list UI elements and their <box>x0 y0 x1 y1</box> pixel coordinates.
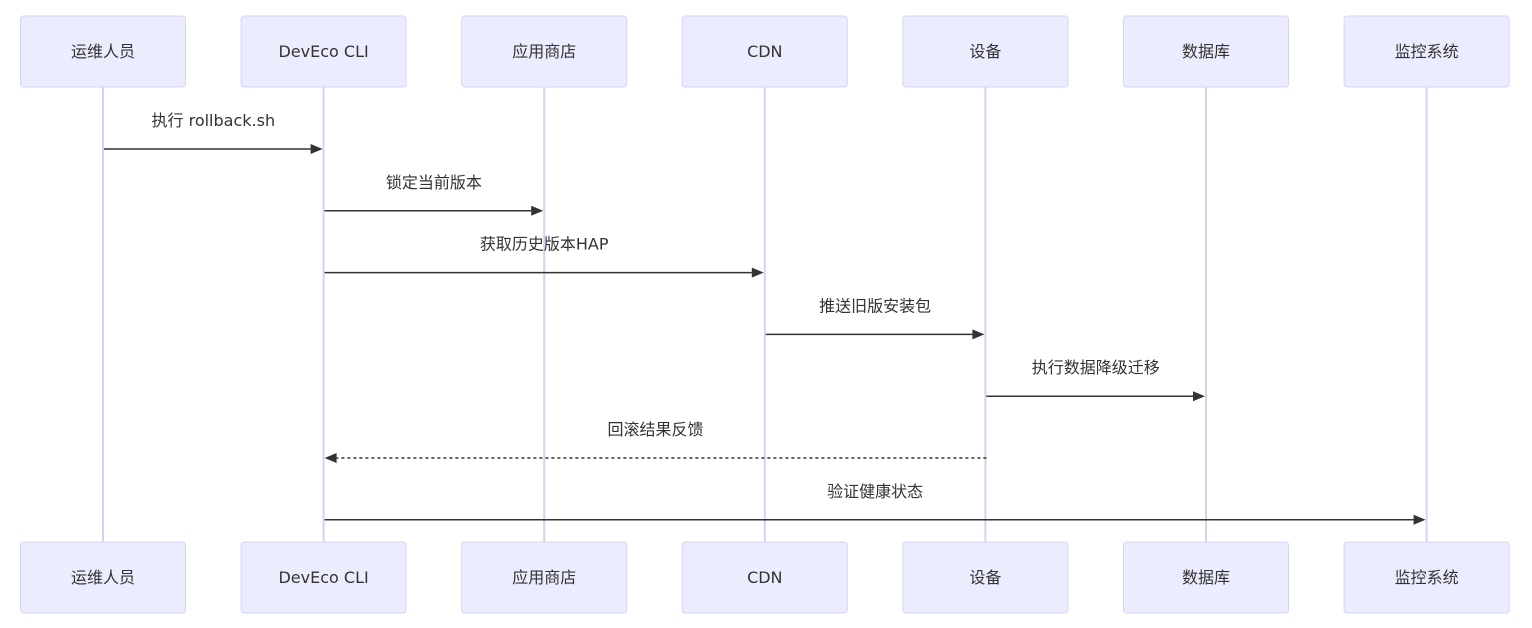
actor-monitor-top: 监控系统 <box>1343 15 1510 88</box>
actor-box <box>681 15 848 88</box>
actor-store-bottom: 应用商店 <box>461 541 628 614</box>
actor-device-bottom: 设备 <box>902 541 1069 614</box>
actor-label: 运维人员 <box>71 42 135 61</box>
message-7: 验证健康状态 <box>324 482 1426 525</box>
actor-box <box>681 541 848 614</box>
lifelines <box>102 87 1428 542</box>
arrowhead-icon <box>531 205 544 216</box>
actor-cdn-top: CDN <box>681 15 848 88</box>
message-label: 执行数据降级迁移 <box>1032 358 1160 377</box>
actor-box <box>240 541 407 614</box>
actor-cdn-bottom: CDN <box>681 541 848 614</box>
actor-store-top: 应用商店 <box>461 15 628 88</box>
message-label: 推送旧版安装包 <box>819 296 931 315</box>
message-label: 验证健康状态 <box>827 482 923 501</box>
actor-cli-bottom: DevEco CLI <box>240 541 407 614</box>
actor-ops-top: 运维人员 <box>20 15 186 88</box>
arrowhead-icon <box>324 453 337 463</box>
message-5: 执行数据降级迁移 <box>986 358 1205 402</box>
actor-box <box>461 15 628 88</box>
message-label: 获取历史版本HAP <box>480 235 609 254</box>
message-6: 回滚结果反馈 <box>324 420 987 463</box>
arrowhead-icon <box>751 267 764 278</box>
actor-label: 应用商店 <box>512 42 576 61</box>
actor-box <box>902 15 1069 88</box>
actor-box <box>20 541 186 614</box>
message-label: 执行 rollback.sh <box>152 111 276 130</box>
actor-label: 数据库 <box>1182 568 1230 587</box>
message-label: 锁定当前版本 <box>386 173 482 192</box>
actor-db-bottom: 数据库 <box>1123 541 1289 614</box>
actor-label: DevEco CLI <box>278 568 368 587</box>
actor-label: 监控系统 <box>1395 568 1459 587</box>
actor-label: CDN <box>747 42 782 61</box>
actor-box <box>461 541 628 614</box>
actor-label: 设备 <box>969 42 1001 61</box>
message-label: 回滚结果反馈 <box>607 420 703 439</box>
actor-label: 设备 <box>969 568 1001 587</box>
actor-ops-bottom: 运维人员 <box>20 541 186 614</box>
arrowhead-icon <box>1413 514 1426 525</box>
actor-box <box>1123 15 1289 88</box>
actor-cli-top: DevEco CLI <box>240 15 407 88</box>
actor-label: 监控系统 <box>1395 42 1459 61</box>
actor-monitor-bottom: 监控系统 <box>1343 541 1510 614</box>
actor-box <box>1343 15 1510 88</box>
actor-box <box>1343 541 1510 614</box>
actor-label: 应用商店 <box>512 568 576 587</box>
actors-bottom: 运维人员 DevEco CLI 应用商店 CDN 设备 数据库 监控系统 <box>20 541 1510 614</box>
actor-label: 运维人员 <box>71 568 135 587</box>
arrowhead-icon <box>972 329 985 340</box>
actor-device-top: 设备 <box>902 15 1069 88</box>
actor-box <box>1123 541 1289 614</box>
actors-top: 运维人员 DevEco CLI 应用商店 CDN 设备 数据库 监控系统 <box>20 15 1510 88</box>
actor-label: CDN <box>747 568 782 587</box>
message-1: 执行 rollback.sh <box>104 111 323 154</box>
message-3: 获取历史版本HAP <box>324 235 764 278</box>
message-4: 推送旧版安装包 <box>765 296 985 340</box>
arrowhead-icon <box>1193 391 1205 402</box>
actor-label: 数据库 <box>1182 42 1230 61</box>
actor-box <box>902 541 1069 614</box>
actor-box <box>240 15 407 88</box>
actor-db-top: 数据库 <box>1123 15 1289 88</box>
actor-box <box>20 15 186 88</box>
message-2: 锁定当前版本 <box>324 173 544 216</box>
actor-label: DevEco CLI <box>278 42 368 61</box>
arrowhead-icon <box>310 144 323 154</box>
